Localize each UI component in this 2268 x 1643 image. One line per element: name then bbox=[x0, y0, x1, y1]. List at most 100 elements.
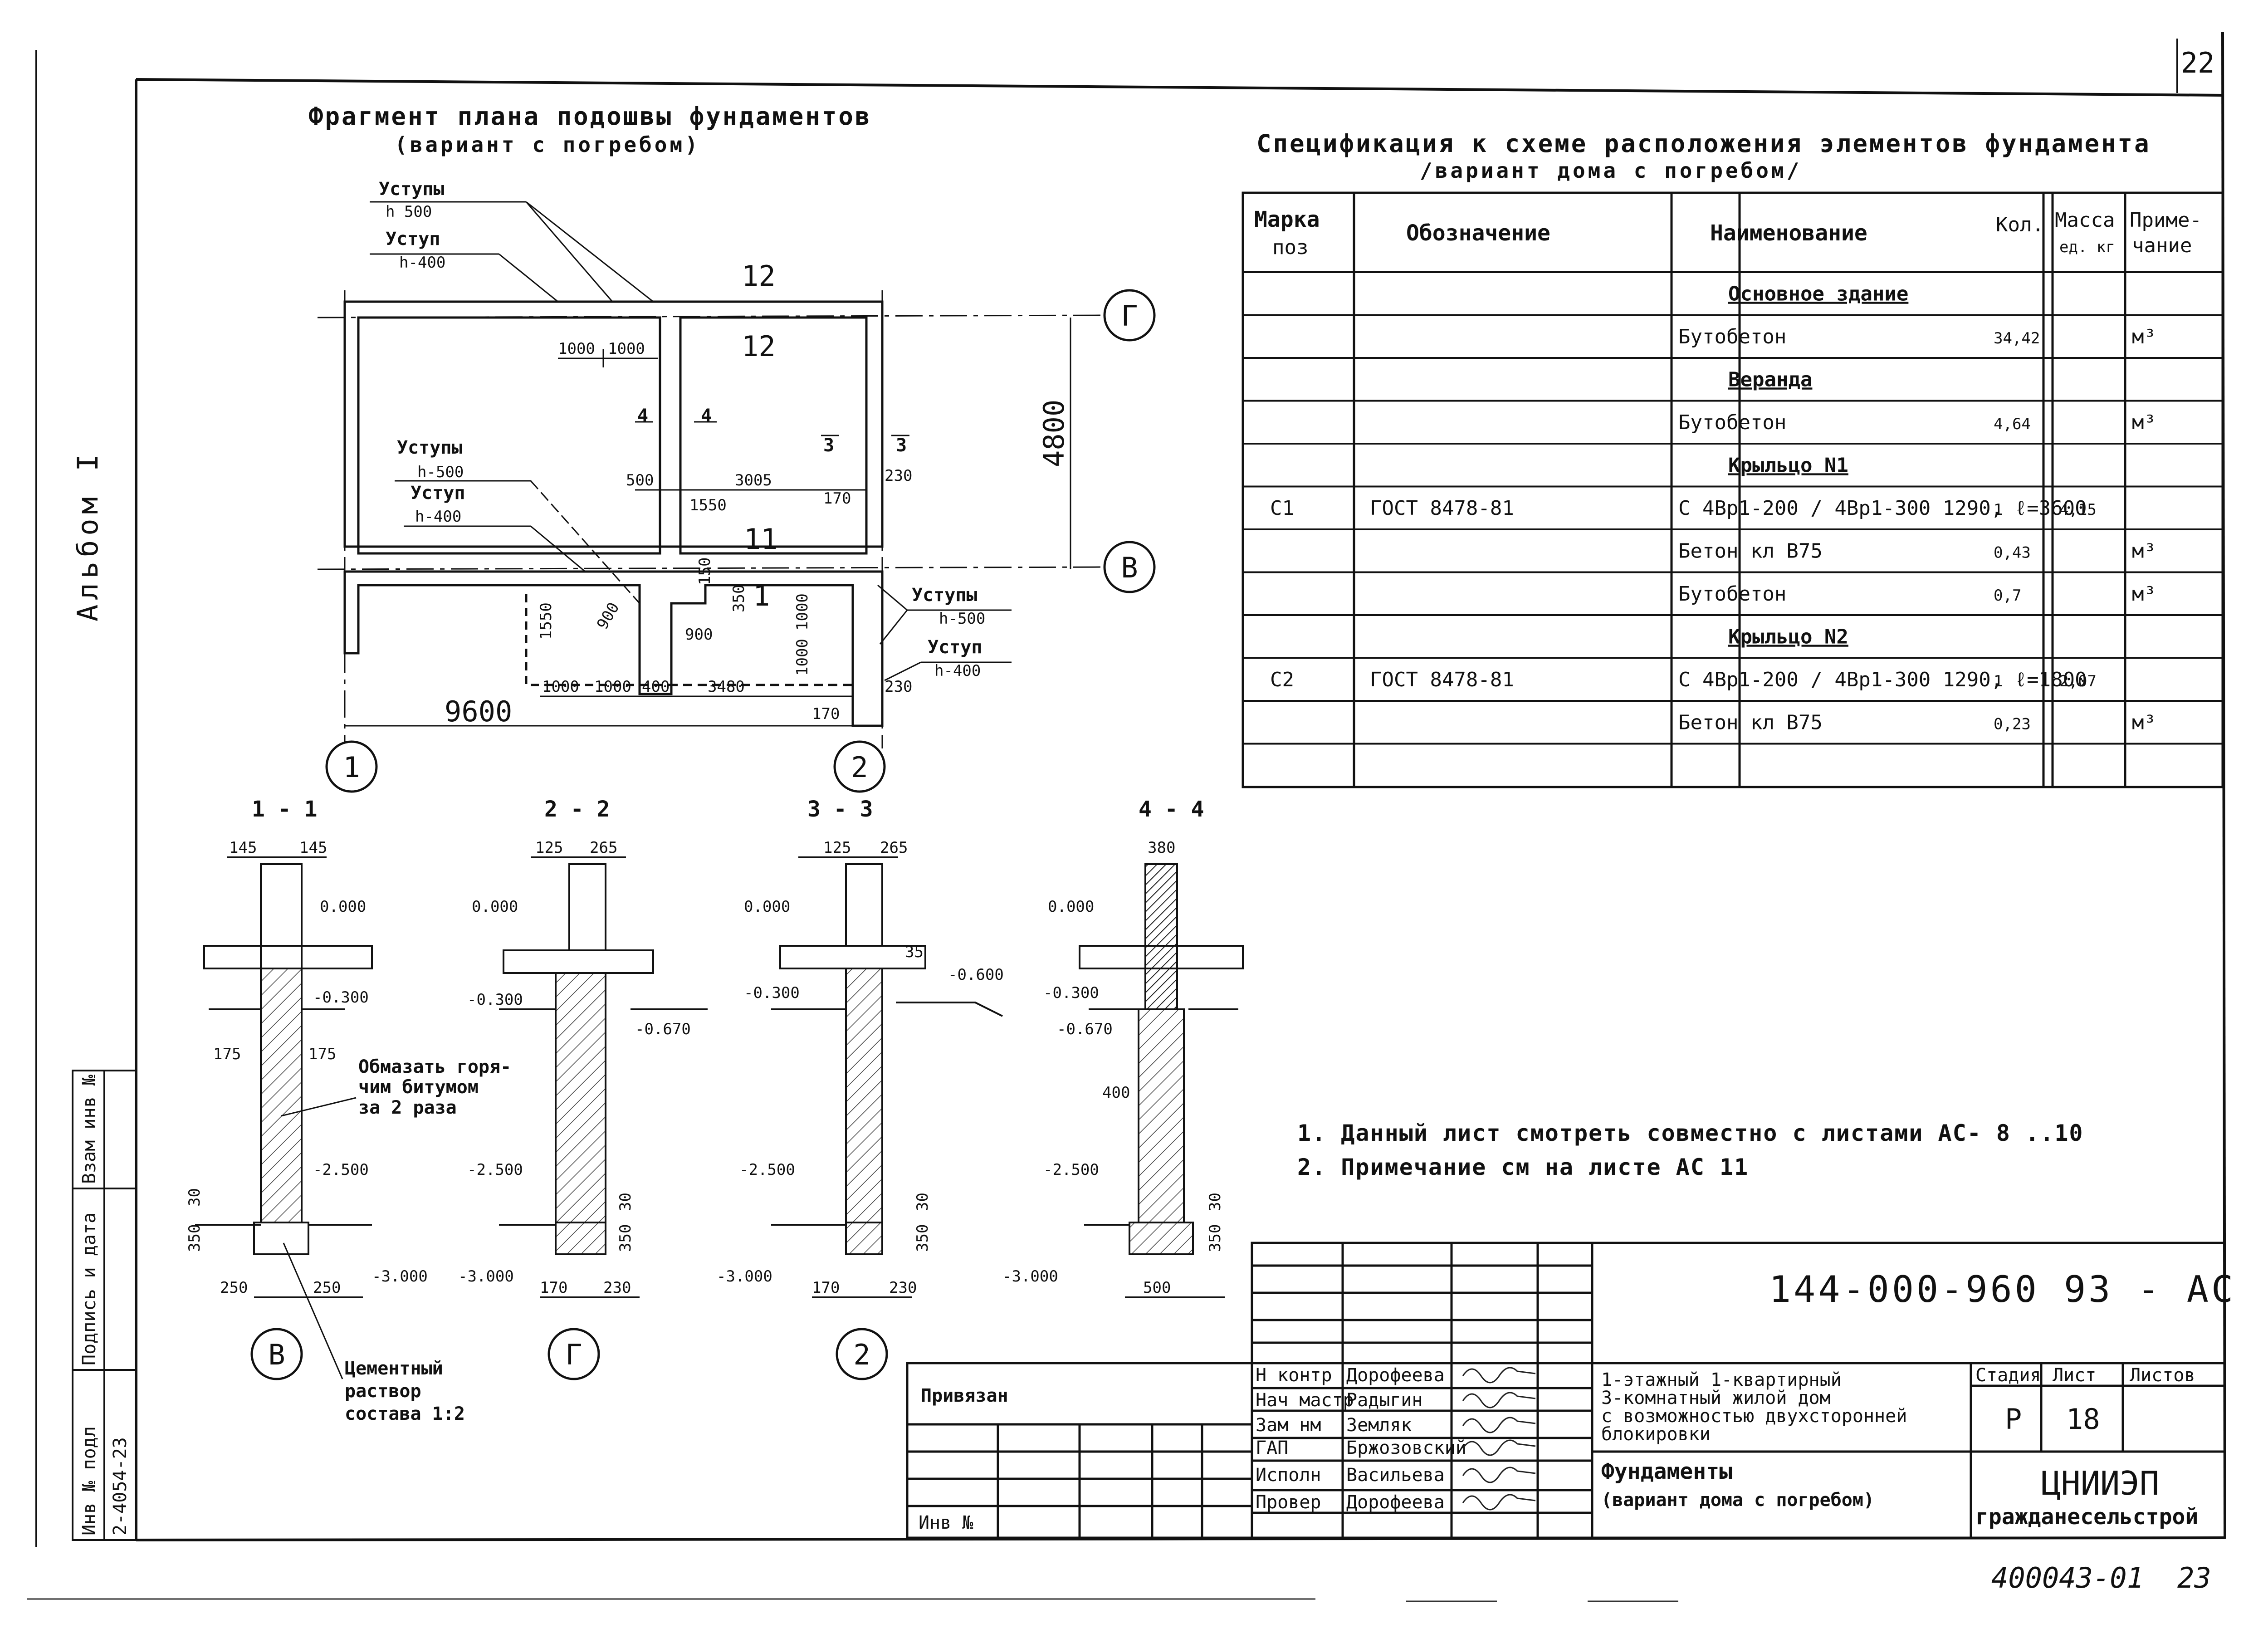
section-4-drawing bbox=[1079, 863, 1244, 1298]
stamp-role: Зам нм bbox=[1256, 1415, 1321, 1436]
spec-cell-naimenovanie: С 4Вр1-200 / 4Вр1-300 1290, ℓ=1800 bbox=[1678, 668, 2087, 691]
dim-1000c: 1000 bbox=[542, 678, 579, 696]
doc-code: 144-000-960 93 - АС bbox=[1769, 1268, 2236, 1310]
list-value: 18 bbox=[2066, 1403, 2100, 1436]
section-3-title: 3 - 3 bbox=[807, 797, 873, 822]
inv-podl-label: Инв № подл bbox=[79, 1426, 100, 1535]
spec-hdr-massa-ed: ед. кг bbox=[2059, 238, 2115, 256]
s1-cem-leader bbox=[283, 1242, 343, 1379]
dim-170a: 170 bbox=[823, 489, 851, 508]
s3-d265: 265 bbox=[880, 839, 908, 857]
callout-h400-top: h-400 bbox=[399, 254, 445, 272]
s1-note-cem-1: Цементный bbox=[345, 1358, 443, 1379]
s2-z670: -0.670 bbox=[635, 1020, 691, 1038]
s2-axis: Г bbox=[565, 1338, 582, 1371]
section-3-drawing bbox=[771, 856, 1003, 1298]
plan-dimension-lines bbox=[345, 318, 1071, 727]
s1-note-bitum-2: чим битумом bbox=[358, 1077, 479, 1098]
stamp-role: Исполн bbox=[1256, 1465, 1321, 1486]
s4-z2500: -2.500 bbox=[1043, 1161, 1099, 1179]
s3-z2500: -2.500 bbox=[739, 1161, 795, 1179]
s3-axis-bubble bbox=[836, 1328, 888, 1380]
s1-dim-175a: 175 bbox=[213, 1045, 241, 1063]
stamp-role: Н контр bbox=[1256, 1365, 1332, 1386]
s4-z670: -0.670 bbox=[1057, 1020, 1113, 1038]
spec-cell-naimenovanie: Веранда bbox=[1728, 368, 1812, 391]
s3-d125: 125 bbox=[823, 839, 851, 857]
s1-axis-bubble bbox=[250, 1328, 303, 1380]
s2-axis-bubble bbox=[547, 1328, 600, 1380]
signature-mark bbox=[1462, 1392, 1536, 1408]
spec-cell-naimenovanie: Крыльцо N2 bbox=[1728, 625, 1848, 648]
grid-lines bbox=[317, 290, 1107, 748]
signature-mark bbox=[1462, 1417, 1536, 1433]
podpis-label: Подпись и дата bbox=[79, 1213, 100, 1365]
s1-axis: В bbox=[268, 1338, 285, 1371]
s4-z300: -0.300 bbox=[1043, 984, 1099, 1002]
s3-z300: -0.300 bbox=[744, 984, 800, 1002]
callout-leaders-mid bbox=[395, 480, 640, 604]
spec-cell-kol: 0,23 bbox=[1994, 715, 2031, 733]
s1-d250a: 250 bbox=[220, 1279, 248, 1297]
spec-cell-naimenovanie: Бутобетон bbox=[1678, 582, 1786, 606]
vzam-inv-label: Взам инв № bbox=[79, 1075, 100, 1184]
list-label: Лист bbox=[2053, 1365, 2096, 1386]
callout-leaders-right bbox=[877, 584, 1012, 681]
dim-1000v2: 1000 bbox=[793, 639, 811, 676]
callout-leaders-top bbox=[370, 201, 654, 303]
s3-z600: -0.600 bbox=[948, 966, 1004, 984]
section-mark-4b: 4 bbox=[701, 406, 712, 426]
s1-z2500: -2.500 bbox=[313, 1161, 369, 1179]
stamp-person-name: Бржозовский bbox=[1346, 1438, 1466, 1458]
s1-dim-145a: 145 bbox=[229, 839, 257, 857]
s1-z3000: -3.000 bbox=[372, 1267, 428, 1286]
title-block-grid bbox=[906, 1242, 2226, 1539]
s1-dim-175b: 175 bbox=[308, 1045, 336, 1063]
section-mark-3a: 3 bbox=[823, 435, 834, 456]
callout-ustupy-mid: Уступы bbox=[397, 437, 463, 458]
spec-cell-prim: м³ bbox=[2132, 539, 2156, 562]
s1-z300: -0.300 bbox=[313, 988, 369, 1007]
footer-page: 23 bbox=[2177, 1561, 2211, 1594]
note-1: 1. Данный лист смотреть совместно с лист… bbox=[1297, 1120, 2084, 1146]
spec-cell-kol: 1 bbox=[1994, 672, 2003, 690]
callout-ustupy-top: Уступы bbox=[379, 179, 445, 200]
org-name-1: ЦНИИЭП bbox=[2041, 1464, 2159, 1502]
axis-v: В bbox=[1121, 551, 1138, 584]
spec-hdr-naimenovanie: Наименование bbox=[1710, 220, 1867, 246]
stadia-value: Р bbox=[2005, 1403, 2022, 1436]
spec-hdr-oboznachenie: Обозначение bbox=[1406, 220, 1550, 246]
s2-z3000: -3.000 bbox=[458, 1267, 514, 1286]
dim-900b: 900 bbox=[685, 626, 713, 644]
spec-cell-kol: 0,43 bbox=[1994, 543, 2031, 562]
s2-d230: 230 bbox=[603, 1279, 631, 1297]
spec-table-grid bbox=[1242, 191, 2224, 788]
s1-dim-145b: 145 bbox=[299, 839, 327, 857]
spec-cell-prim: м³ bbox=[2132, 711, 2156, 734]
section-mark-3b: 3 bbox=[896, 435, 907, 456]
spec-cell-oboznachenie: ГОСТ 8478-81 bbox=[1370, 668, 1514, 691]
archive-number: 400043-01 bbox=[1991, 1561, 2144, 1594]
axis-g: Г bbox=[1121, 299, 1138, 333]
spec-cell-kol: 1 bbox=[1994, 501, 2003, 519]
stamp-person-name: Радыгин bbox=[1346, 1390, 1423, 1411]
spec-cell-massa: 4,15 bbox=[2059, 501, 2097, 519]
callout-h400-right: h-400 bbox=[934, 662, 981, 680]
section-mark-4a: 4 bbox=[637, 406, 648, 426]
note-2: 2. Примечание см на листе АС 11 bbox=[1297, 1154, 1749, 1180]
s1-d250b: 250 bbox=[313, 1279, 341, 1297]
s2-z0: 0.000 bbox=[472, 898, 518, 916]
spec-cell-naimenovanie: Крыльцо N1 bbox=[1728, 454, 1848, 477]
project-line-4: блокировки bbox=[1601, 1424, 1711, 1445]
inv-no-label: Инв № bbox=[919, 1512, 973, 1533]
section-1-drawing bbox=[195, 856, 373, 1298]
project-line-2: 3-комнатный жилой дом bbox=[1601, 1388, 1831, 1408]
s3-d30: 30 bbox=[914, 1193, 932, 1211]
section-1-title: 1 - 1 bbox=[252, 797, 318, 822]
s4-z3000: -3.000 bbox=[1002, 1267, 1058, 1286]
spec-cell-kol: 34,42 bbox=[1994, 329, 2040, 347]
privyazan-label: Привязан bbox=[921, 1385, 1008, 1406]
spec-hdr-prim: Приме- bbox=[2130, 209, 2202, 232]
